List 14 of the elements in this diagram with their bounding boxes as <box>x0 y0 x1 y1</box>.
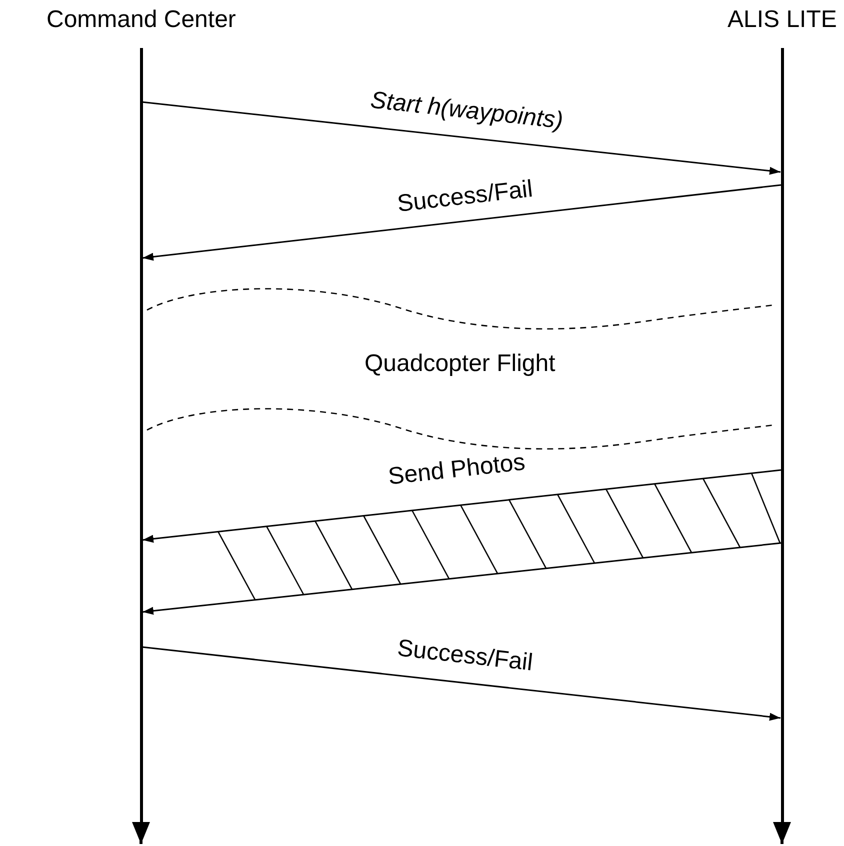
message-arrow <box>142 184 782 261</box>
lifeline-arrow <box>773 822 791 844</box>
phase-label: Quadcopter Flight <box>364 350 556 378</box>
message-arrow <box>142 646 781 721</box>
edge-label: Start h(waypoints) <box>368 86 564 136</box>
lifeline-arrow <box>132 822 150 844</box>
message-arrow <box>142 542 782 615</box>
edge-label: Success/Fail <box>396 634 534 678</box>
message-arrow <box>142 101 781 175</box>
participant-name: Command Center <box>46 6 236 34</box>
edge-label: Send Photos <box>386 448 526 492</box>
participant-name: ALIS LITE <box>728 6 837 34</box>
edge-label: Success/Fail <box>396 175 534 219</box>
message-arrow <box>142 469 782 543</box>
